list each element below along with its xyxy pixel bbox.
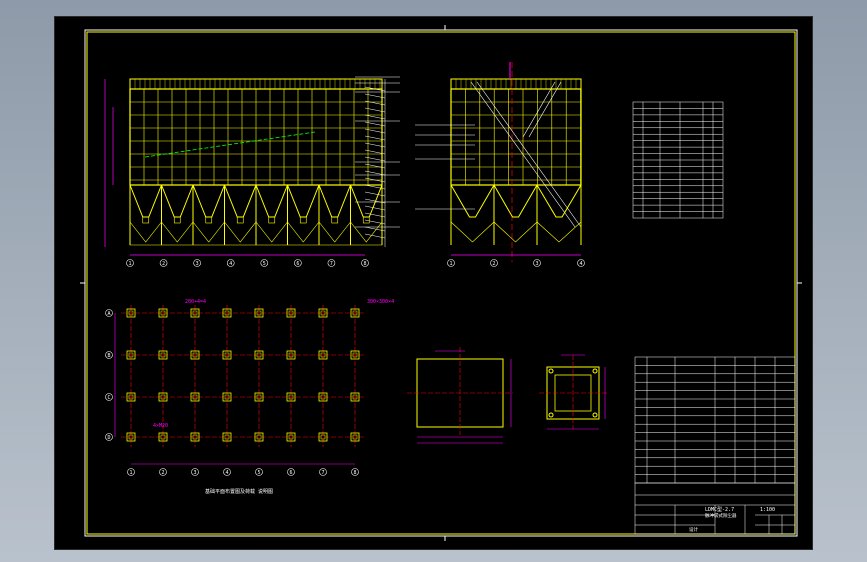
plan-dim-right: 300×300×4 xyxy=(367,299,394,305)
detail-flange-view xyxy=(539,354,607,430)
plan-note: 4×M20 xyxy=(153,423,168,429)
front-elevation-view: 1 2 3 4 5 6 7 8 xyxy=(104,76,400,267)
cad-drawing-viewport[interactable]: 1 2 3 4 5 6 7 8 1 2 3 4 xyxy=(54,16,813,550)
axis-bubble-front: 3 xyxy=(196,261,199,267)
plan-dim-top: 200+4=4 xyxy=(185,299,206,305)
axis-bubble-front: 6 xyxy=(296,261,299,267)
axis-bubble-plan-col: 2 xyxy=(161,470,164,476)
axis-bubble-plan-col: 5 xyxy=(257,470,260,476)
axis-bubble-plan-row: C xyxy=(107,395,110,401)
parts-table xyxy=(632,101,724,219)
axis-bubble-side: 1 xyxy=(449,261,452,267)
plan-caption: 基础平面布置图及荷载 说明图 xyxy=(205,488,273,495)
axis-bubble-front: 4 xyxy=(229,261,232,267)
axis-bubble-front: 2 xyxy=(162,261,165,267)
axis-bubble-plan-row: A xyxy=(107,311,110,317)
axis-bubble-plan-col: 6 xyxy=(289,470,292,476)
axis-bubble-front: 7 xyxy=(330,261,333,267)
axis-bubble-front: 1 xyxy=(128,261,131,267)
axis-bubble-plan-col: 3 xyxy=(193,470,196,476)
detail-square-view xyxy=(407,347,513,444)
axis-bubble-plan-col: 7 xyxy=(321,470,324,476)
title-block xyxy=(634,482,796,535)
title-scale: 1:100 xyxy=(760,507,775,513)
axis-bubble-front: 8 xyxy=(363,261,366,267)
outer-frame xyxy=(84,29,798,537)
axis-bubble-plan-row: D xyxy=(107,435,110,441)
axis-bubble-side: 3 xyxy=(535,261,538,267)
title-sub: 脉冲袋式除尘器 xyxy=(705,512,737,519)
inner-frame xyxy=(86,31,796,535)
axis-bubble-plan-col: 8 xyxy=(353,470,356,476)
side-elevation-view: 1 2 3 4 xyxy=(415,62,585,267)
title-name: LDMC型-2.7 xyxy=(705,506,734,513)
drawing-canvas: 1 2 3 4 5 6 7 8 1 2 3 4 xyxy=(80,25,802,541)
axis-bubble-front: 5 xyxy=(263,261,266,267)
title-company: 设计 xyxy=(689,526,698,533)
bill-of-materials xyxy=(634,356,796,484)
axis-bubble-side: 2 xyxy=(492,261,495,267)
foundation-plan-view: 200+4=4 300×300×4 4×M20 基础平面布置图及荷载 说明图 1… xyxy=(105,299,394,495)
axis-bubble-side: 4 xyxy=(579,261,582,267)
axis-bubble-plan-col: 1 xyxy=(129,470,132,476)
axis-bubble-plan-row: B xyxy=(107,353,110,359)
axis-bubble-plan-col: 4 xyxy=(225,470,228,476)
